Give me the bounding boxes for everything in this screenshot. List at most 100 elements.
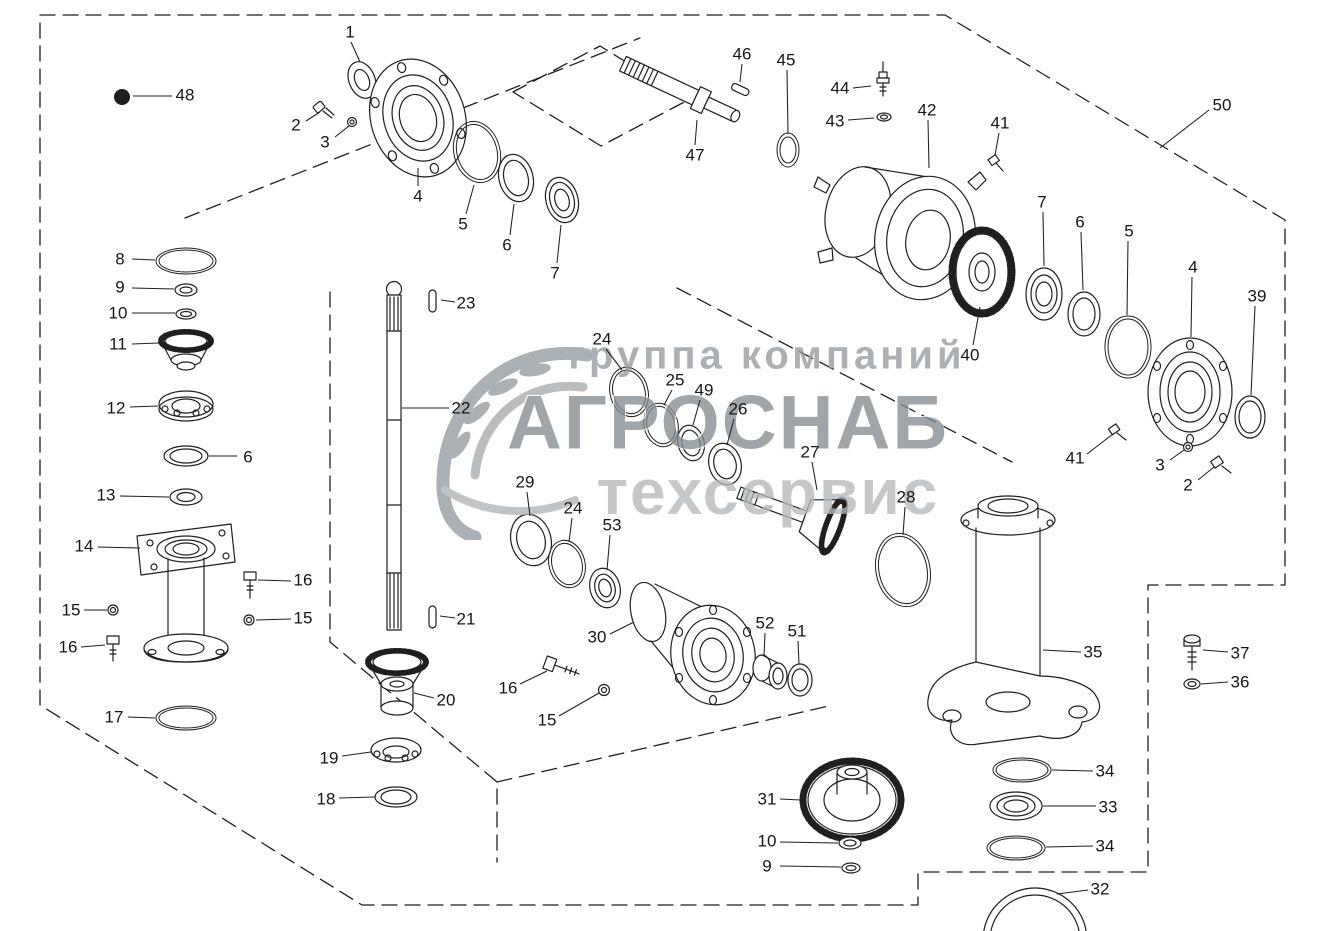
part-10-ring-lower xyxy=(838,836,862,850)
leader-line-16 xyxy=(519,670,548,685)
leader-line-8 xyxy=(131,258,156,261)
leader-line-6 xyxy=(509,203,515,236)
leader-line-9 xyxy=(131,287,175,290)
part-6-ring xyxy=(497,153,535,203)
part-17-ring xyxy=(155,705,217,731)
callout-43: 43 xyxy=(825,111,845,131)
callout-16: 16 xyxy=(58,637,78,657)
part-15-washer-centre xyxy=(597,683,611,697)
leader-line-21 xyxy=(439,615,456,619)
watermark-service-text: техсервис xyxy=(596,456,940,528)
callout-35: 35 xyxy=(1083,642,1103,662)
leader-line-16 xyxy=(257,579,292,582)
callout-46: 46 xyxy=(732,44,752,64)
part-39-ring xyxy=(1234,395,1266,439)
leader-line-53 xyxy=(606,534,611,571)
part-37-bolt xyxy=(1183,634,1201,671)
callout-53: 53 xyxy=(602,515,622,535)
callout-5: 5 xyxy=(458,214,468,234)
part-10-ring xyxy=(175,308,197,320)
leader-line-52 xyxy=(763,632,766,657)
part-24-ring-a xyxy=(609,366,649,418)
watermark-company-group-text: группа компаний xyxy=(568,333,966,378)
part-49-ring xyxy=(677,424,705,462)
leader-line-16 xyxy=(80,644,106,648)
leader-line-32 xyxy=(1056,889,1089,895)
part-16-bolt-left xyxy=(106,635,120,662)
leader-line-40 xyxy=(972,306,981,346)
leader-line-5 xyxy=(465,184,475,215)
leader-line-23 xyxy=(440,299,456,303)
callout-10: 10 xyxy=(757,831,777,851)
callout-7: 7 xyxy=(550,263,560,283)
callout-42: 42 xyxy=(917,100,937,120)
part-27-bevel-pinion-shaft xyxy=(736,486,848,556)
leader-line-14 xyxy=(97,546,141,549)
callout-17: 17 xyxy=(104,707,124,727)
leader-line-45 xyxy=(786,69,789,135)
leader-line-2 xyxy=(305,111,321,122)
callout-7: 7 xyxy=(1037,192,1047,212)
callout-14: 14 xyxy=(74,536,94,556)
callout-49: 49 xyxy=(694,380,714,400)
part-1-seal xyxy=(347,61,377,99)
part-6-ring-left xyxy=(163,445,209,467)
leader-line-18 xyxy=(338,796,376,799)
leader-line-39 xyxy=(1250,305,1256,396)
callout-34: 34 xyxy=(1095,836,1115,856)
callout-47: 47 xyxy=(685,145,705,165)
part-34-ring-a xyxy=(992,757,1052,783)
callout-20: 20 xyxy=(436,690,456,710)
callout-5: 5 xyxy=(1124,221,1134,241)
part-44-grease-fitting xyxy=(876,61,890,97)
leader-line-7 xyxy=(556,224,562,264)
leader-line-34 xyxy=(1051,769,1094,772)
leader-line-36 xyxy=(1200,681,1229,685)
part-7-bearing xyxy=(544,176,580,224)
leader-line-3 xyxy=(1169,449,1185,461)
callout-33: 33 xyxy=(1098,797,1118,817)
callout-9: 9 xyxy=(762,856,772,876)
part-35-vertical-housing xyxy=(927,495,1101,746)
leader-line-34 xyxy=(1045,845,1094,848)
part-3-washer-right xyxy=(1182,441,1194,453)
callout-51: 51 xyxy=(787,621,807,641)
part-20-bevel-gear xyxy=(365,648,429,716)
leader-line-5 xyxy=(1126,240,1129,316)
callout-6: 6 xyxy=(502,235,512,255)
leader-line-31 xyxy=(779,798,802,801)
part-23-pin xyxy=(428,289,437,313)
callout-41: 41 xyxy=(1065,448,1085,468)
part-9-ring xyxy=(174,283,198,297)
part-6-ring-right xyxy=(1067,291,1101,337)
part-48-marker-dot xyxy=(114,89,130,105)
leader-line-19 xyxy=(341,751,372,757)
part-43-washer xyxy=(876,112,892,122)
leader-line-10 xyxy=(779,841,839,844)
leader-line-17 xyxy=(127,716,156,719)
callout-1: 1 xyxy=(345,22,355,42)
leader-line-49 xyxy=(692,399,701,426)
leader-line-6 xyxy=(1080,231,1084,291)
callout-12: 12 xyxy=(106,398,126,418)
callout-18: 18 xyxy=(316,789,336,809)
leader-line-51 xyxy=(797,640,800,665)
part-53-ring xyxy=(589,567,621,609)
part-21-pin xyxy=(428,605,437,629)
part-12-bearing xyxy=(158,390,214,422)
part-41-bolt-top xyxy=(987,154,1004,172)
part-15-washer-left xyxy=(107,604,119,616)
leader-line-43 xyxy=(847,117,875,121)
leader-line-24 xyxy=(568,517,573,543)
part-31-spur-gear xyxy=(799,757,905,843)
leader-line-15 xyxy=(558,692,600,717)
leader-line-28 xyxy=(902,506,906,536)
part-3-washer xyxy=(346,116,358,128)
part-30-bearing-housing xyxy=(629,581,756,706)
callout-8: 8 xyxy=(115,249,125,269)
part-9-ring-lower xyxy=(841,862,861,874)
part-11-bevel-gear xyxy=(158,329,214,371)
part-16-bolt-centre xyxy=(542,655,580,676)
